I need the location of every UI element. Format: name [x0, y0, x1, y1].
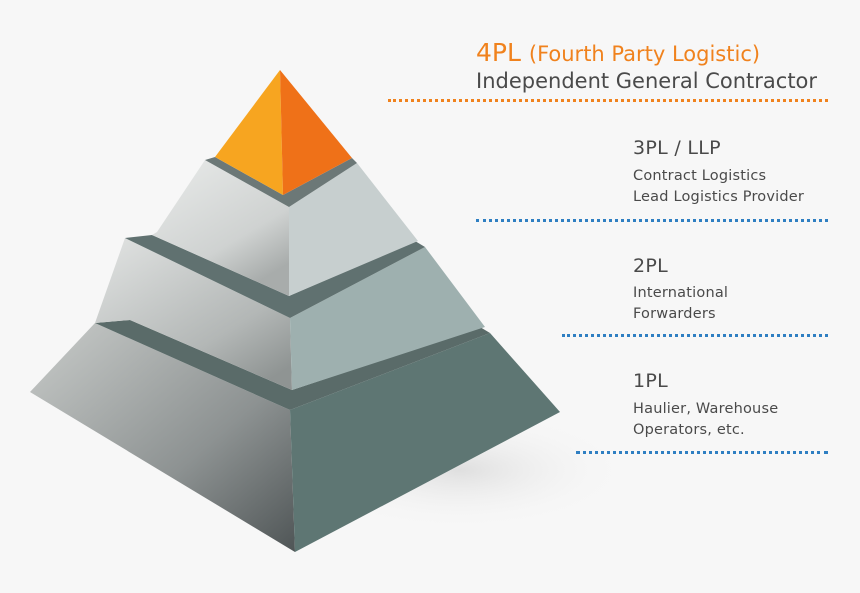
level-2pl-left-face	[95, 238, 292, 390]
level-4pl-right-face	[280, 70, 352, 195]
divider-3pl	[476, 219, 828, 222]
label-2pl-line2: Forwarders	[633, 306, 716, 322]
level-2pl-ledge	[125, 235, 425, 318]
label-4pl-subtitle: (Fourth Party Logistic)	[528, 42, 761, 66]
level-1pl-ledge	[95, 320, 490, 410]
label-3pl-line2: Lead Logistics Provider	[633, 189, 805, 205]
label-1pl-line2: Operators, etc.	[633, 422, 745, 438]
level-1pl-left-face	[30, 323, 295, 552]
label-4pl: 4PL (Fourth Party Logistic) Independent …	[476, 38, 817, 93]
level-3pl-right-face	[289, 163, 418, 296]
label-4pl-title: 4PL	[476, 38, 521, 67]
label-2pl: 2PL International Forwarders	[633, 255, 728, 325]
divider-4pl	[388, 99, 828, 102]
label-2pl-title: 2PL	[633, 255, 669, 277]
level-1pl-right-face	[290, 333, 560, 552]
level-3pl-ledge	[205, 157, 357, 207]
label-3pl-title: 3PL / LLP	[633, 137, 721, 159]
label-3pl-line1: Contract Logistics	[633, 168, 767, 184]
label-4pl-description: Independent General Contractor	[476, 69, 818, 93]
pyramid-level-1pl	[30, 320, 560, 552]
pyramid-level-4pl	[215, 70, 352, 195]
level-2pl-right-face	[290, 247, 485, 390]
label-1pl: 1PL Haulier, Warehouse Operators, etc.	[633, 370, 778, 441]
label-4pl-title-line: 4PL (Fourth Party Logistic)	[476, 38, 817, 67]
pyramid-level-3pl	[152, 157, 418, 296]
label-3pl: 3PL / LLP Contract Logistics Lead Logist…	[633, 137, 804, 208]
label-2pl-line1: International	[633, 285, 729, 301]
label-1pl-line1: Haulier, Warehouse	[633, 401, 779, 417]
divider-1pl	[576, 451, 828, 454]
label-1pl-title: 1PL	[633, 370, 669, 392]
level-3pl-left-face	[152, 160, 289, 296]
divider-2pl	[562, 334, 828, 337]
pyramid-level-2pl	[95, 235, 485, 390]
level-4pl-left-face	[215, 70, 283, 195]
